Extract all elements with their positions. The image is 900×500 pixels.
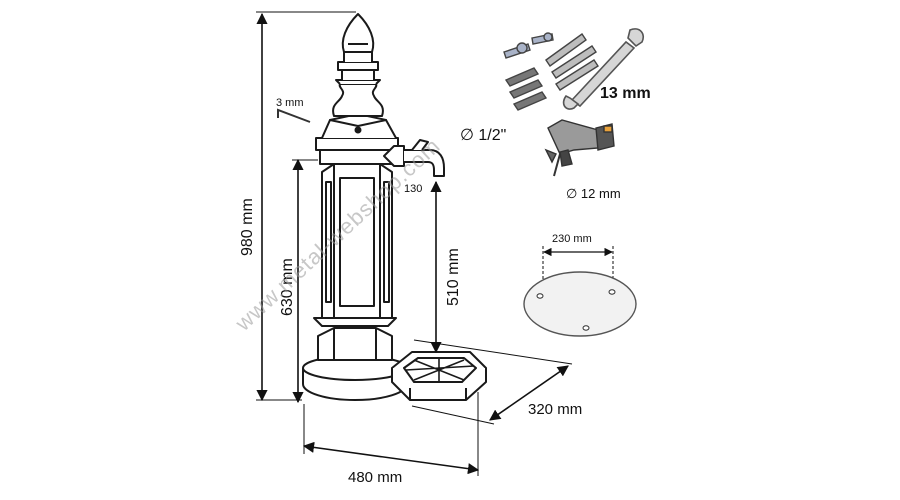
tap-height-label: 510 mm xyxy=(445,248,462,306)
pillar-height-label: 630 mm xyxy=(279,258,296,316)
tap-projection-label: 130 xyxy=(404,183,422,195)
width-label: 480 mm xyxy=(348,469,402,486)
total-height-label: 980 mm xyxy=(239,198,256,256)
depth-label: 320 mm xyxy=(528,401,582,418)
hex-key-icon xyxy=(277,108,311,123)
wrench-size-label: 13 mm xyxy=(600,85,651,102)
drill-bit-label: ∅ 12 mm xyxy=(566,186,621,201)
dimension-lines xyxy=(256,11,573,476)
base-plate-icon xyxy=(523,246,637,337)
fountain-pillar-icon xyxy=(302,13,487,401)
pipe-diameter-label: ∅ 1/2" xyxy=(460,127,506,144)
base-hole-spacing-label: 230 mm xyxy=(552,233,592,245)
hex-key-label: 3 mm xyxy=(276,97,304,109)
drill-icon xyxy=(544,119,615,177)
wrench-icon xyxy=(562,28,645,110)
anchor-bolts-icon xyxy=(503,32,599,111)
